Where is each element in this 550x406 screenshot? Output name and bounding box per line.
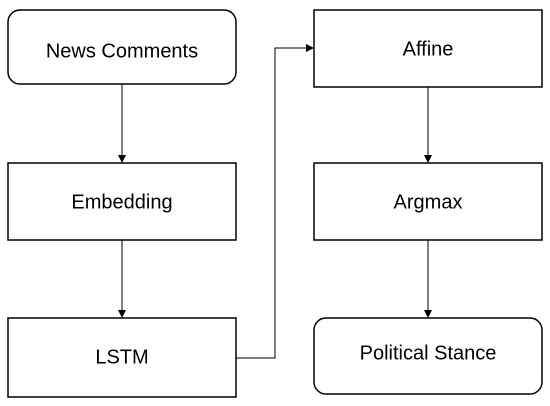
node-lstm-label: LSTM: [95, 346, 148, 368]
node-news-comments: News Comments: [7, 9, 237, 85]
node-news-comments-label: News Comments: [46, 40, 198, 62]
node-affine: Affine: [313, 9, 543, 88]
edge-lstm-to-affine: [236, 44, 314, 359]
node-argmax: Argmax: [313, 162, 543, 241]
node-argmax-label: Argmax: [394, 191, 463, 213]
node-political-stance-label: Political Stance: [360, 342, 497, 364]
node-affine-label: Affine: [403, 38, 454, 60]
node-political-stance: Political Stance: [313, 317, 543, 395]
node-lstm: LSTM: [7, 317, 237, 398]
node-embedding-label: Embedding: [71, 191, 172, 213]
node-embedding: Embedding: [7, 162, 237, 241]
